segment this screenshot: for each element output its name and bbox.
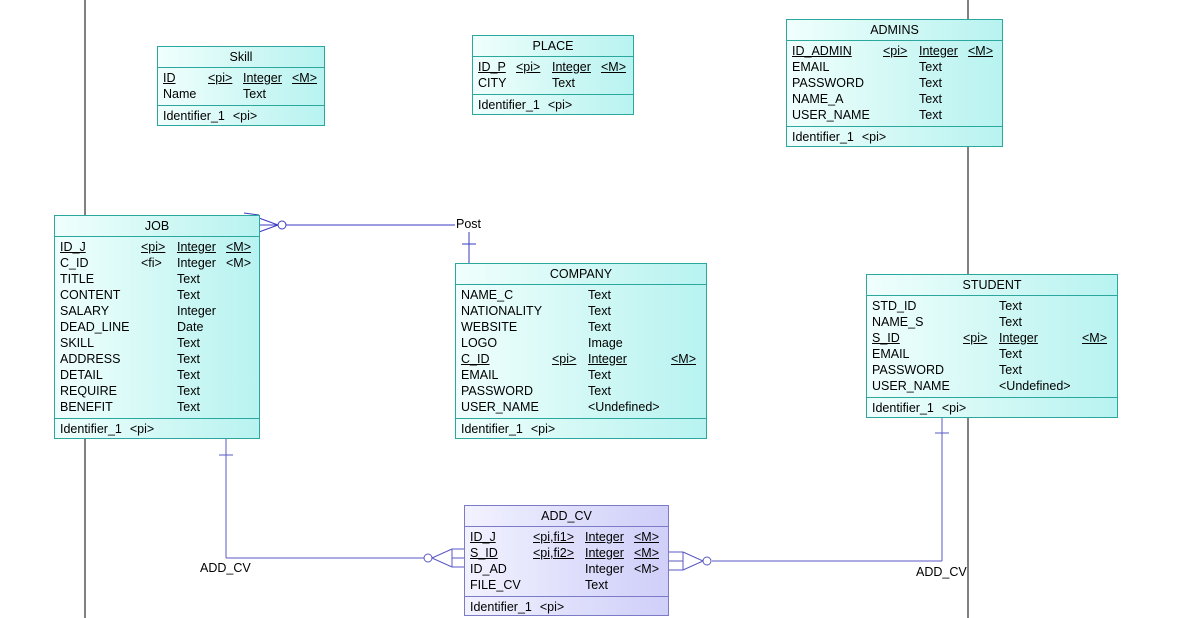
entity-identifier: Identifier_1<pi>	[792, 130, 887, 144]
entity-identifier: Identifier_1<pi>	[60, 422, 155, 436]
attribute-row: Name Text	[163, 87, 266, 101]
attribute-row: ID_P <pi> Integer <M>	[478, 60, 627, 74]
entity-title: STUDENT	[867, 275, 1117, 296]
attribute-row: USER_NAME<Undefined>	[461, 400, 660, 414]
attribute-row: ID_J <pi,fi1> Integer <M>	[470, 530, 660, 544]
entity-job[interactable]: JOB ID_J <pi> Integer <M> C_ID <fi> Inte…	[54, 215, 260, 439]
attribute-row: S_ID <pi> Integer <M>	[872, 331, 1108, 345]
attribute-row: S_ID <pi,fi2> Integer <M>	[470, 546, 660, 560]
entity-identifier: Identifier_1<pi>	[478, 98, 573, 112]
entity-title: Skill	[158, 47, 324, 68]
entity-title: JOB	[55, 216, 259, 237]
entity-place[interactable]: PLACE ID_P <pi> Integer <M> CITY Text Id…	[472, 35, 634, 115]
entity-skill[interactable]: Skill ID <pi> Integer <M> Name Text Iden…	[157, 46, 325, 126]
entity-attributes: ID_J <pi,fi1> Integer <M> S_ID <pi,fi2> …	[465, 527, 668, 597]
entity-attributes: ID_J <pi> Integer <M> C_ID <fi> Integer …	[55, 237, 259, 419]
add-cv-right-label: ADD_CV	[916, 565, 967, 579]
attribute-row: ID_ADMIN <pi> Integer <M>	[792, 44, 994, 58]
add-cv-right-relationship-line	[669, 417, 949, 571]
entity-identifier: Identifier_1<pi>	[163, 109, 258, 123]
attribute-row: ID <pi> Integer <M>	[163, 71, 318, 85]
entity-title: COMPANY	[456, 264, 706, 285]
attribute-row: ID_J <pi> Integer <M>	[60, 240, 252, 254]
attribute-row: CITY Text	[478, 76, 575, 90]
post-relationship-line	[243, 212, 476, 263]
entity-title: ADD_CV	[465, 506, 668, 527]
add-cv-left-relationship-line	[219, 438, 465, 568]
entity-identifier: Identifier_1<pi>	[872, 401, 967, 415]
entity-attributes: ID_P <pi> Integer <M> CITY Text	[473, 57, 633, 95]
post-label: Post	[456, 217, 482, 231]
entity-attributes: ID <pi> Integer <M> Name Text	[158, 68, 324, 106]
attribute-row: FILE_CV Text	[470, 578, 608, 592]
entity-add-cv[interactable]: ADD_CV ID_J <pi,fi1> Integer <M> S_ID <p…	[464, 505, 669, 616]
attribute-row: C_ID <pi> Integer <M>	[461, 352, 697, 366]
attribute-row: ID_AD Integer <M>	[470, 562, 660, 576]
attribute-row: C_ID <fi> Integer <M>	[60, 256, 252, 270]
entity-identifier: Identifier_1<pi>	[470, 600, 565, 614]
entity-identifier: Identifier_1<pi>	[461, 422, 556, 436]
attribute-row: USER_NAME<Undefined>	[872, 379, 1071, 393]
entity-title: PLACE	[473, 36, 633, 57]
entity-title: ADMINS	[787, 20, 1002, 41]
add-cv-left-label: ADD_CV	[200, 561, 251, 575]
